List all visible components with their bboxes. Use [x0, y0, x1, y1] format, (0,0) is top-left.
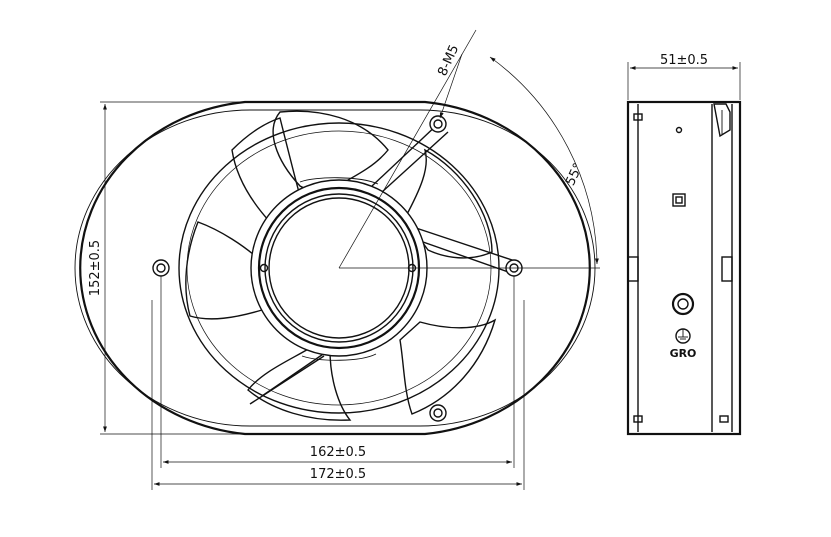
mounting-hole — [433, 119, 443, 129]
motor-hub — [250, 177, 428, 361]
fan-blade — [247, 347, 352, 421]
fan-blade — [185, 221, 263, 320]
mounting-hole — [156, 263, 166, 273]
fan-blades — [185, 110, 497, 421]
mounting-hole — [433, 408, 443, 418]
angle-label: 55° — [563, 161, 586, 188]
front-dimensions: 152±0.5 162±0.5 172±0.5 8-M5 55° — [88, 43, 599, 490]
hub-screw — [259, 263, 269, 273]
mounting-hole — [429, 404, 447, 422]
side-housing — [626, 100, 742, 436]
overall-width-label: 172±0.5 — [310, 467, 366, 482]
fan-blade — [231, 117, 301, 223]
thread-arrow — [439, 53, 463, 119]
terminal-connector — [671, 292, 695, 316]
height-dimension-label: 152±0.5 — [88, 240, 103, 296]
fan-blade — [399, 318, 497, 415]
front-view — [74, 29, 600, 436]
side-vent-hole — [675, 126, 683, 134]
fan-blade — [272, 110, 389, 197]
angle-arc — [489, 56, 599, 265]
side-view: GRO 51±0.5 — [626, 53, 742, 436]
thread-leader-line — [338, 29, 477, 269]
fan-blade — [404, 148, 493, 259]
mount-spacing-label: 162±0.5 — [310, 445, 366, 460]
side-label-mark — [672, 193, 686, 207]
mounting-hole — [152, 259, 170, 277]
mounting-hole — [429, 115, 447, 133]
depth-label: 51±0.5 — [660, 53, 708, 68]
ground-label: GRO — [670, 347, 697, 360]
